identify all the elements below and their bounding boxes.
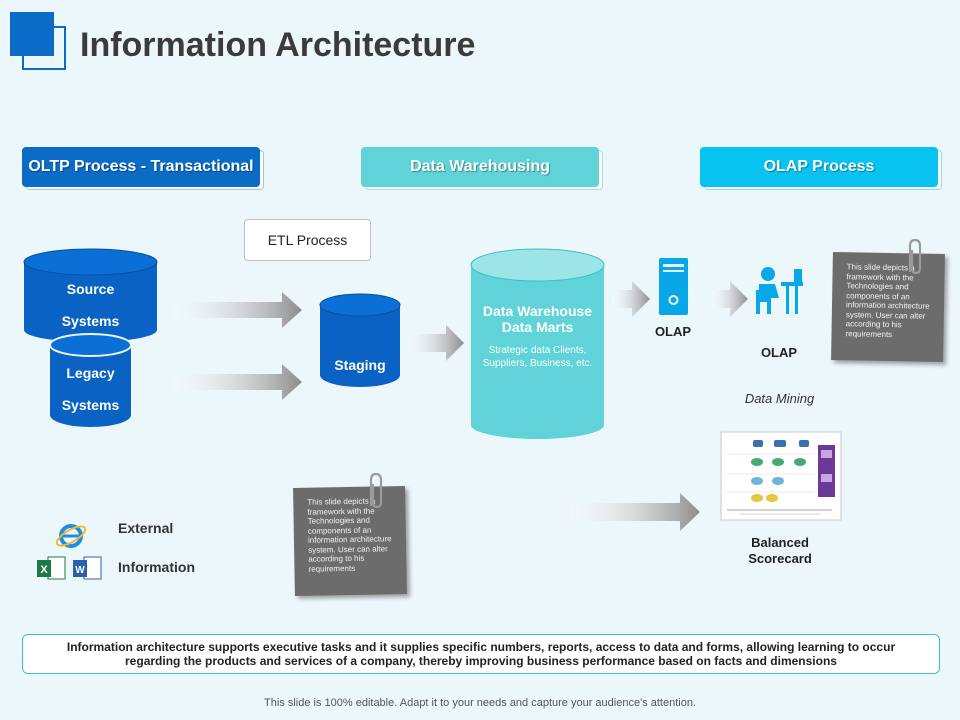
description-box: Information architecture supports execut… [22, 634, 940, 674]
sticky-note-left-text: This slide depicts a framework with the … [307, 496, 392, 574]
sticky-note-left: This slide depicts a framework with the … [293, 486, 407, 596]
word-icon: W [73, 556, 102, 580]
page-title: Information Architecture [80, 26, 476, 64]
source-systems-cylinder [23, 248, 158, 342]
sticky-note-right: This slide depicts a framework with the … [831, 252, 945, 362]
svg-text:X: X [40, 564, 48, 576]
paperclip-icon [369, 472, 383, 509]
footer-note: This slide is 100% editable. Adapt it to… [264, 697, 696, 709]
logo-square [10, 12, 54, 56]
dw-header: Data Warehousing [361, 147, 599, 187]
data-warehouse-cylinder [470, 248, 605, 439]
internet-explorer-icon [55, 524, 87, 548]
information-label: Information [118, 559, 195, 575]
svg-text:W: W [75, 565, 85, 576]
olap-user-label: OLAP [760, 345, 798, 360]
arrow-icon [172, 292, 302, 328]
balanced-scorecard-label-1: Balanced [751, 535, 809, 550]
paperclip-icon [908, 238, 922, 275]
arrow-icon [570, 493, 700, 531]
staging-label: Staging [334, 357, 386, 373]
source-systems-label-2: Systems [61, 313, 120, 329]
olap-header: OLAP Process [700, 147, 938, 187]
arrow-icon [612, 281, 650, 317]
legacy-systems-cylinder [49, 333, 132, 427]
olap-server-label: OLAP [654, 324, 692, 339]
arrow-icon [172, 364, 302, 400]
sticky-note-right-text: This slide depicts a framework with the … [845, 262, 930, 339]
arrow-icon [408, 325, 464, 361]
warehouse-description: Strategic data Clients, Suppliers, Busin… [482, 345, 593, 369]
arrow-icon [712, 281, 748, 317]
balanced-scorecard-label-2: Scorecard [748, 551, 812, 566]
server-icon [659, 258, 688, 315]
legacy-systems-label-2: Systems [61, 397, 120, 413]
data-mining-label: Data Mining [744, 391, 815, 406]
etl-process-box: ETL Process [244, 219, 371, 261]
external-label: External [118, 520, 174, 536]
user-at-desk-icon [756, 267, 803, 314]
warehouse-title-2: Data Marts [501, 319, 574, 335]
description-text: Information architecture supports execut… [66, 640, 896, 668]
legacy-systems-label-1: Legacy [66, 365, 115, 381]
scorecard-thumbnail [720, 431, 842, 521]
warehouse-title-1: Data Warehouse [482, 303, 593, 319]
oltp-header: OLTP Process - Transactional [22, 147, 260, 187]
source-systems-label-1: Source [66, 281, 115, 297]
staging-cylinder [319, 293, 401, 387]
excel-icon: X [37, 556, 66, 580]
